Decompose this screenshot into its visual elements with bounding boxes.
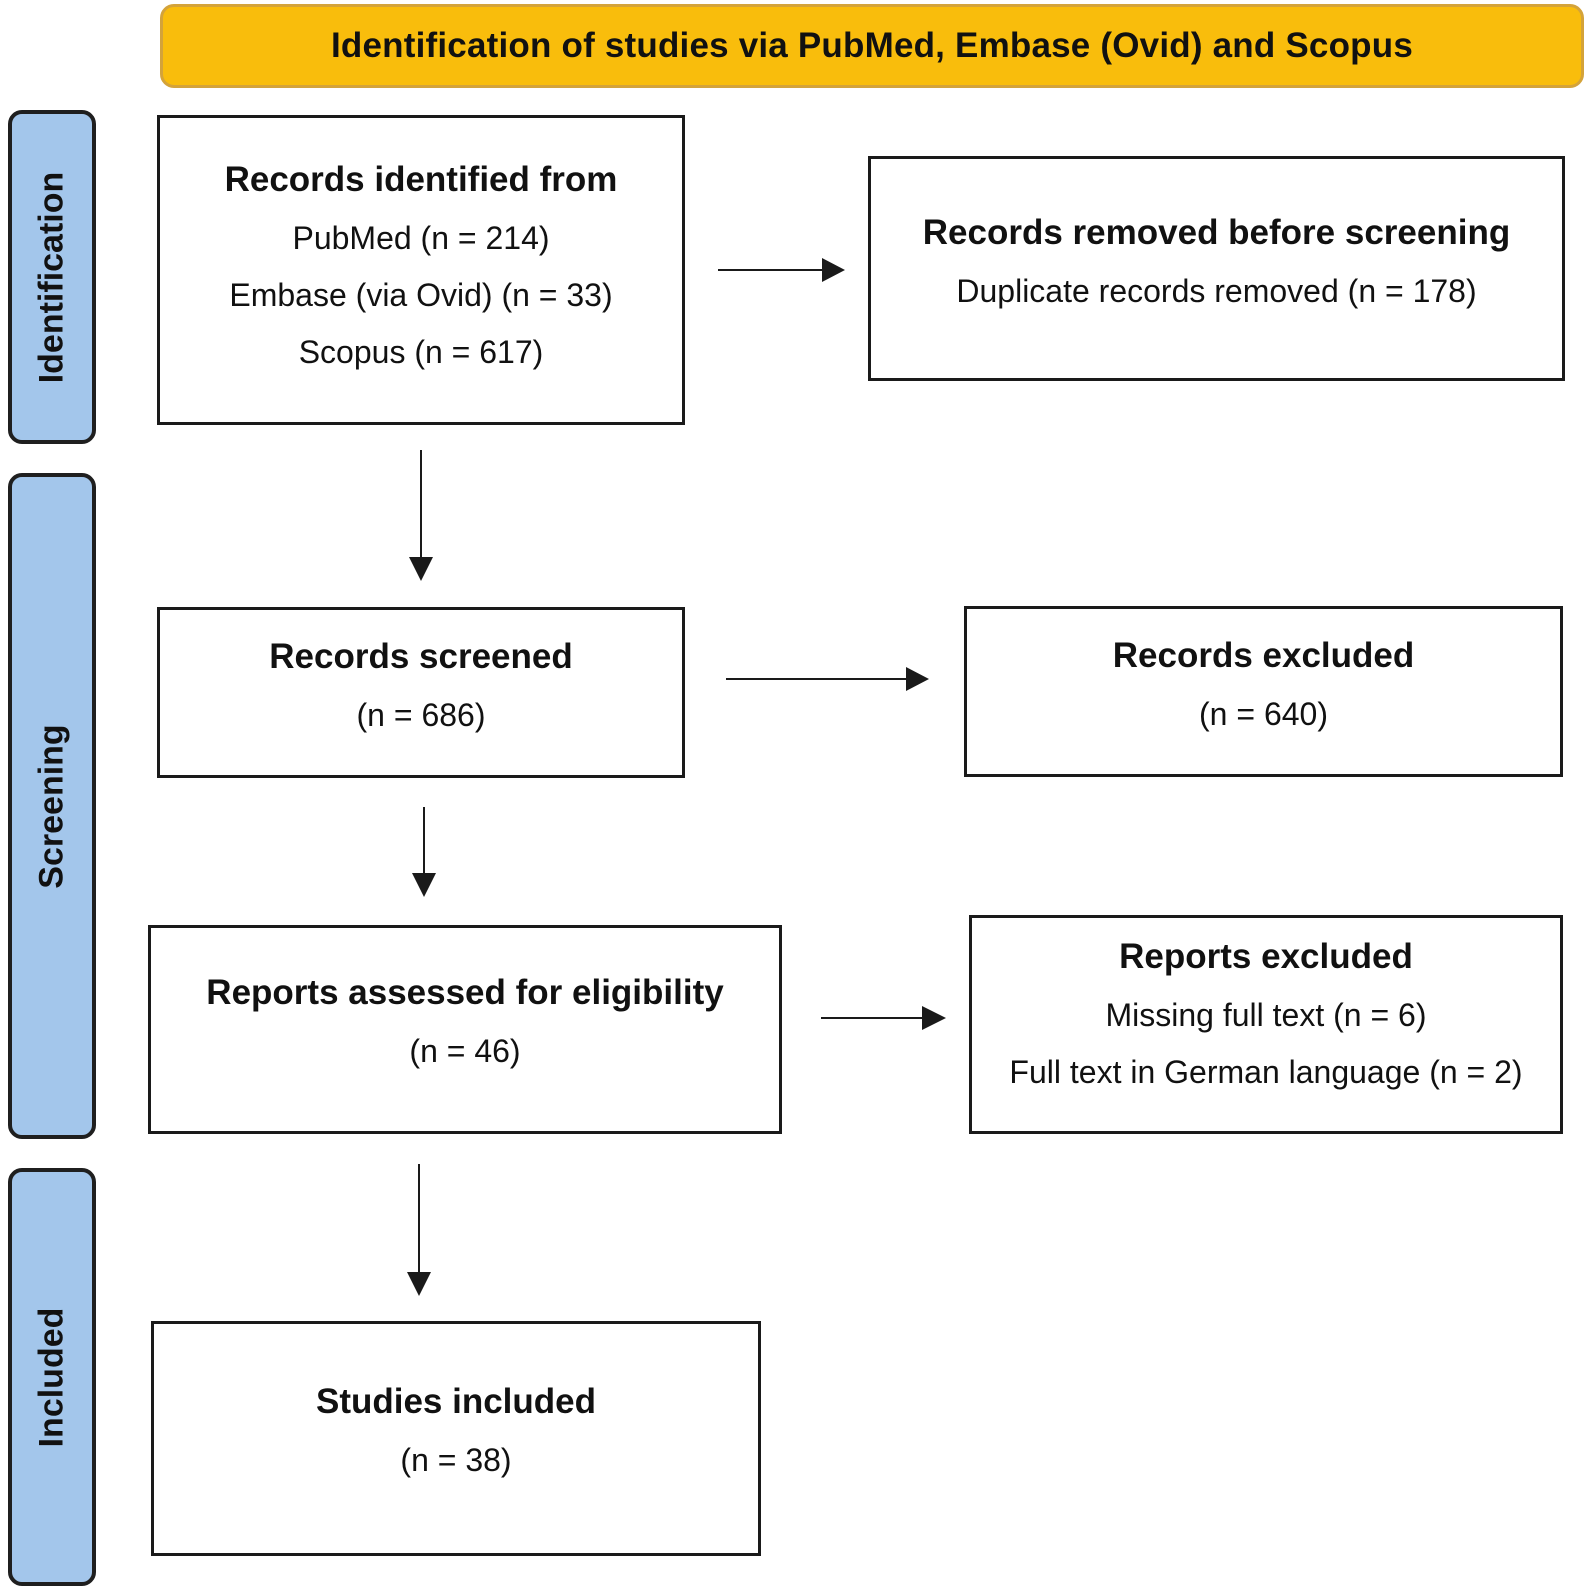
records-screened-title: Records screened (269, 637, 573, 676)
arrow-right-assessed-to-reports-excluded (821, 1006, 946, 1030)
reports-excluded-line: Missing full text (n = 6) (1105, 997, 1427, 1033)
arrow-right-identified-to-removed (718, 258, 845, 282)
reports-assessed-box: Reports assessed for eligibility (n = 46… (148, 925, 782, 1134)
records-removed-line: Duplicate records removed (n = 178) (956, 273, 1477, 309)
studies-included-box: Studies included (n = 38) (151, 1321, 761, 1556)
records-screened-count: (n = 686) (356, 697, 486, 733)
records-identified-line: Embase (via Ovid) (n = 33) (229, 277, 613, 313)
records-excluded-title: Records excluded (1112, 636, 1415, 675)
records-removed-title: Records removed before screening (922, 213, 1511, 252)
records-identified-box: Records identified from PubMed (n = 214)… (157, 115, 685, 425)
arrow-down-assessed-to-included (407, 1164, 431, 1296)
phase-screening: Screening (8, 473, 96, 1139)
flow-header: Identification of studies via PubMed, Em… (160, 4, 1584, 88)
phase-identification: Identification (8, 110, 96, 444)
studies-included-title: Studies included (315, 1382, 597, 1421)
records-identified-line: PubMed (n = 214) (292, 220, 550, 256)
reports-assessed-count: (n = 46) (409, 1033, 521, 1069)
records-screened-box: Records screened (n = 686) (157, 607, 685, 778)
reports-excluded-title: Reports excluded (1119, 937, 1413, 976)
flow-header-title: Identification of studies via PubMed, Em… (330, 26, 1413, 65)
arrow-down-identified-to-screened (409, 450, 433, 581)
records-removed-box: Records removed before screening Duplica… (868, 156, 1565, 381)
records-identified-line: Scopus (n = 617) (298, 334, 544, 370)
studies-included-count: (n = 38) (400, 1442, 512, 1478)
reports-assessed-title: Reports assessed for eligibility (206, 973, 724, 1012)
records-identified-title: Records identified from (224, 160, 618, 199)
records-excluded-box: Records excluded (n = 640) (964, 606, 1563, 777)
records-excluded-count: (n = 640) (1199, 696, 1328, 732)
phase-included: Included (8, 1168, 96, 1586)
reports-excluded-line: Full text in German language (n = 2) (1009, 1054, 1523, 1090)
arrow-down-screened-to-assessed (412, 807, 436, 897)
reports-excluded-box: Reports excluded Missing full text (n = … (969, 915, 1563, 1134)
arrow-right-screened-to-excluded (726, 667, 929, 691)
